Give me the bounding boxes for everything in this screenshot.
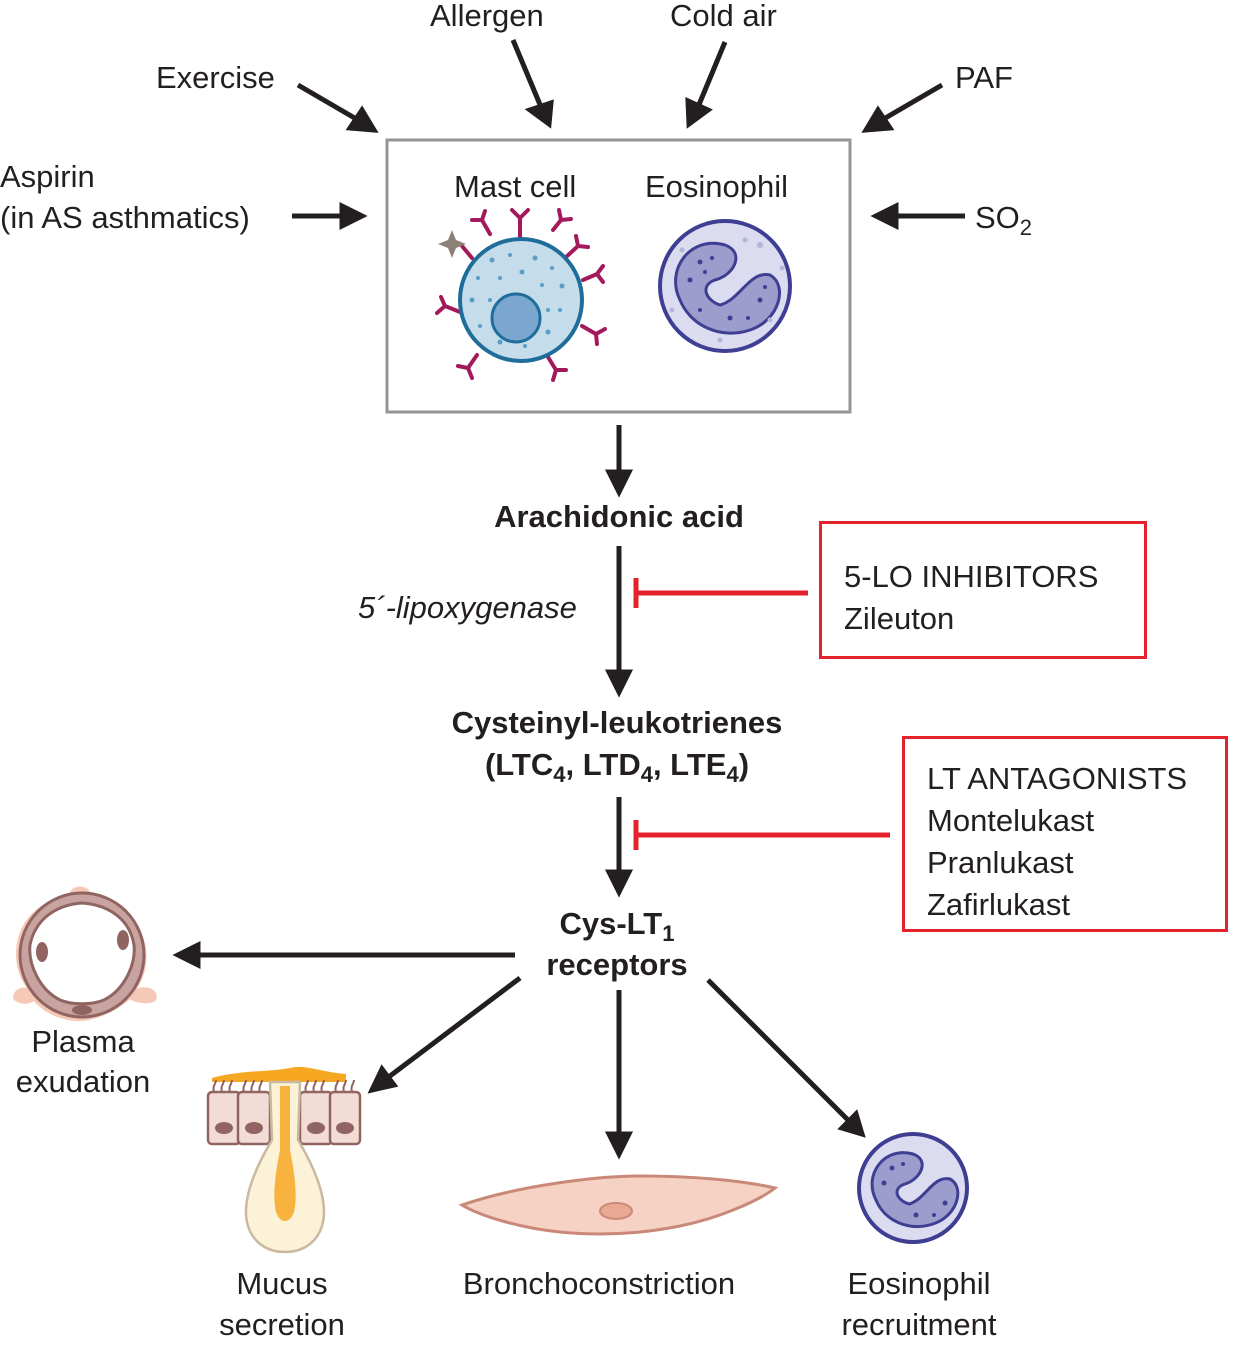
arrow-mucus: [384, 976, 522, 1081]
mast-cell-label: Mast cell: [454, 169, 577, 204]
drug-montelukast: Montelukast: [927, 803, 1095, 838]
mucus-label-line2: secretion: [219, 1307, 345, 1342]
goblet-cell-icon: [206, 1066, 362, 1254]
trigger-allergen: Allergen: [430, 0, 544, 33]
receptor-label-line2: receptors: [546, 947, 688, 982]
so2-text: SO: [975, 200, 1020, 235]
bronchoconstriction-label: Bronchoconstriction: [462, 1266, 736, 1301]
arrow-cold-air: [695, 41, 728, 108]
arrowhead-allergen: [524, 99, 554, 129]
plasma-label: Plasma: [31, 1024, 135, 1059]
arrowhead-to-arachidonic: [604, 469, 634, 498]
arrowhead-to-receptors: [604, 869, 634, 898]
drug-pranlukast: Pranlukast: [927, 845, 1074, 880]
trigger-aspirin: Aspirin: [0, 159, 95, 194]
eosinophil-label: Eosinophil: [645, 169, 789, 204]
mast-cell-icon: [435, 208, 607, 382]
enzyme-label: 5´-lipoxygenase: [358, 590, 577, 625]
lt-antagonists-box: LT ANTAGONISTS Montelukast Pranlukast Za…: [902, 736, 1228, 932]
arrowhead-mucus: [367, 1064, 399, 1094]
arrowhead-exercise: [345, 105, 379, 133]
arachidonic-acid-label: Arachidonic acid: [494, 499, 744, 534]
smooth-muscle-cell-icon: [458, 1174, 779, 1236]
5lo-inhibitors-box: 5-LO INHIBITORS Zileuton: [819, 521, 1147, 659]
eosinophil-recruitment-label-line2: recruitment: [841, 1307, 997, 1342]
trigger-arrows: [292, 39, 965, 231]
trigger-exercise: Exercise: [156, 60, 275, 95]
arrowhead-plasma: [172, 940, 201, 970]
eosinophil-recruitment-label: Eosinophil: [847, 1266, 991, 1301]
plasma-label-line2: exudation: [15, 1064, 151, 1099]
arrowhead-to-cys-lt: [604, 669, 634, 698]
arrow-paf: [880, 82, 944, 123]
arrow-eosinophil: [706, 978, 851, 1123]
cys-lt-list: (LTC4, LTD4, LTE4): [484, 747, 750, 788]
drug-zafirlukast: Zafirlukast: [927, 887, 1070, 922]
effect-arrows: [172, 940, 866, 1160]
inhibition-lines: [633, 578, 890, 850]
trigger-so2: SO2: [975, 198, 1032, 248]
arrowhead-paf: [861, 105, 895, 133]
arrowhead-cold-air: [685, 97, 713, 129]
arrow-exercise: [296, 82, 360, 123]
receptor-label: Cys-LT1: [559, 906, 675, 947]
trigger-paf: PAF: [955, 60, 1013, 95]
trigger-cold-air: Cold air: [670, 0, 777, 33]
arrowhead-broncho: [604, 1131, 634, 1160]
pathway-arrows: [604, 425, 634, 898]
eosinophil-icon: [658, 219, 792, 353]
so2-subscript: 2: [1019, 215, 1033, 241]
cys-lt-label: Cysteinyl-leukotrienes: [451, 705, 783, 740]
trigger-aspirin-note: (in AS asthmatics): [0, 200, 250, 235]
lt-antagonists-title: LT ANTAGONISTS: [927, 761, 1188, 796]
arrowhead-aspirin: [339, 201, 368, 231]
drug-zileuton: Zileuton: [844, 601, 955, 636]
mucus-label: Mucus: [236, 1266, 328, 1301]
5lo-inhibitors-title: 5-LO INHIBITORS: [844, 559, 1099, 594]
recruited-eosinophil-icon: [857, 1132, 969, 1244]
arrowhead-so2: [870, 201, 899, 231]
arrow-allergen: [510, 39, 544, 108]
blood-vessel-icon: [12, 886, 157, 1022]
arrowhead-eosinophil: [837, 1109, 866, 1138]
